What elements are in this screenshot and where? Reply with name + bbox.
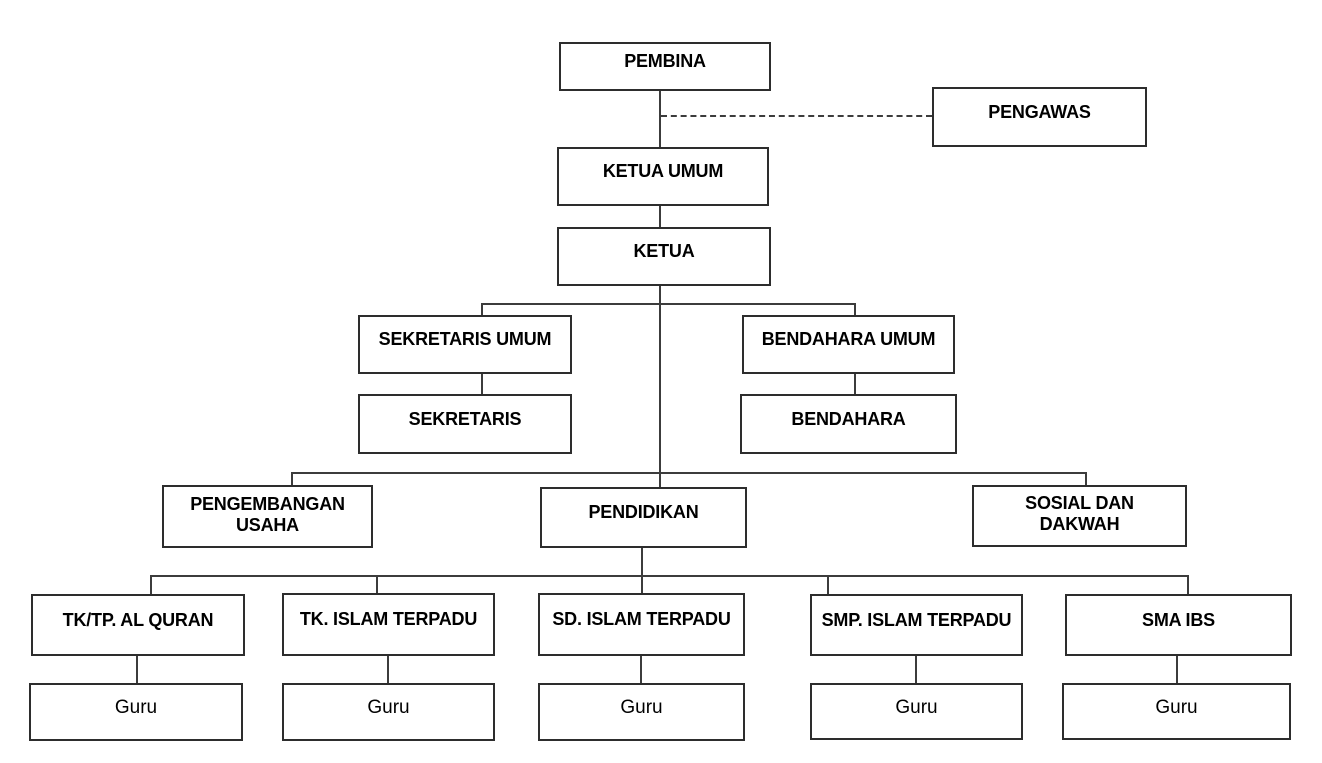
- connector-dashed-pembina-pengawas: [661, 115, 932, 117]
- node-tktp-al-quran-label: TK/TP. AL QURAN: [62, 609, 214, 630]
- node-guru-sma: Guru: [1062, 683, 1291, 740]
- node-smp-islam-terpadu: SMP. ISLAM TERPADU: [810, 594, 1023, 656]
- node-sekretaris-umum: SEKRETARIS UMUM: [358, 315, 572, 374]
- node-guru-sd: Guru: [538, 683, 745, 741]
- node-pendidikan-label: PENDIDIKAN: [588, 502, 699, 523]
- node-guru-tktp: Guru: [29, 683, 243, 741]
- connector-sma-guru: [1176, 656, 1178, 683]
- connector-drop-tk-islam-terpadu: [376, 575, 378, 593]
- node-pendidikan: PENDIDIKAN: [540, 487, 747, 548]
- node-smp-islam-terpadu-label: SMP. ISLAM TERPADU: [821, 609, 1012, 630]
- node-ketua-umum-label: KETUA UMUM: [602, 161, 724, 182]
- connector-tk-guru: [387, 656, 389, 683]
- connector-drop-smp-islam-terpadu: [827, 575, 829, 594]
- node-bendahara-label: BENDAHARA: [791, 408, 906, 429]
- connector-smp-guru: [915, 656, 917, 683]
- node-guru-tk: Guru: [282, 683, 495, 741]
- node-sma-ibs-label: SMA IBS: [1142, 609, 1215, 630]
- node-pembina-label: PEMBINA: [624, 51, 706, 72]
- connector-pembina-ketua-umum: [659, 91, 661, 147]
- node-ketua-label: KETUA: [633, 241, 695, 262]
- node-bendahara-umum-label: BENDAHARA UMUM: [761, 329, 936, 350]
- node-sma-ibs: SMA IBS: [1065, 594, 1292, 656]
- connector-ketua-pendidikan-trunk: [659, 286, 661, 487]
- connector-sekretaris-umum-sekretaris: [481, 374, 483, 394]
- node-guru-sd-label: Guru: [620, 697, 663, 719]
- node-sosial-dakwah: SOSIAL DAN DAKWAH: [972, 485, 1187, 547]
- node-ketua: KETUA: [557, 227, 771, 286]
- node-pengembangan-usaha: PENGEMBANGAN USAHA: [162, 485, 373, 548]
- connector-ketua-umum-ketua: [659, 206, 661, 227]
- connector-drop-sma-ibs: [1187, 575, 1189, 594]
- node-tk-islam-terpadu-label: TK. ISLAM TERPADU: [299, 609, 478, 630]
- node-tk-islam-terpadu: TK. ISLAM TERPADU: [282, 593, 495, 656]
- node-pembina: PEMBINA: [559, 42, 771, 91]
- connector-branch-sekretaris-bendahara: [481, 303, 856, 305]
- connector-drop-pengembangan-usaha: [291, 472, 293, 485]
- node-guru-tktp-label: Guru: [114, 697, 158, 719]
- node-pengawas: PENGAWAS: [932, 87, 1147, 147]
- connector-pendidikan-schools: [641, 548, 643, 576]
- node-bendahara: BENDAHARA: [740, 394, 957, 454]
- node-guru-smp: Guru: [810, 683, 1023, 740]
- node-sekretaris-label: SEKRETARIS: [408, 408, 522, 429]
- connector-drop-sosial-dakwah: [1085, 472, 1087, 485]
- connector-branch-schools: [150, 575, 1189, 577]
- node-sekretaris-umum-label: SEKRETARIS UMUM: [378, 329, 552, 350]
- node-bendahara-umum: BENDAHARA UMUM: [742, 315, 955, 374]
- connector-sd-guru: [640, 656, 642, 683]
- node-sekretaris: SEKRETARIS: [358, 394, 572, 454]
- connector-tktp-guru: [136, 656, 138, 683]
- node-guru-sma-label: Guru: [1155, 696, 1198, 718]
- connector-branch-divisions: [291, 472, 1087, 474]
- connector-drop-bendahara-umum: [854, 303, 856, 315]
- connector-drop-sd-islam-terpadu: [641, 575, 643, 593]
- connector-drop-sekretaris-umum: [481, 303, 483, 315]
- node-sd-islam-terpadu: SD. ISLAM TERPADU: [538, 593, 745, 656]
- node-sd-islam-terpadu-label: SD. ISLAM TERPADU: [552, 609, 731, 630]
- node-pengembangan-usaha-label: PENGEMBANGAN USAHA: [190, 493, 345, 535]
- connector-drop-tktp-al-quran: [150, 575, 152, 594]
- node-sosial-dakwah-label: SOSIAL DAN DAKWAH: [1025, 493, 1134, 534]
- node-guru-smp-label: Guru: [895, 696, 938, 718]
- node-tktp-al-quran: TK/TP. AL QURAN: [31, 594, 245, 656]
- node-guru-tk-label: Guru: [367, 697, 410, 719]
- node-pengawas-label: PENGAWAS: [988, 101, 1091, 122]
- node-ketua-umum: KETUA UMUM: [557, 147, 769, 206]
- connector-bendahara-umum-bendahara: [854, 374, 856, 394]
